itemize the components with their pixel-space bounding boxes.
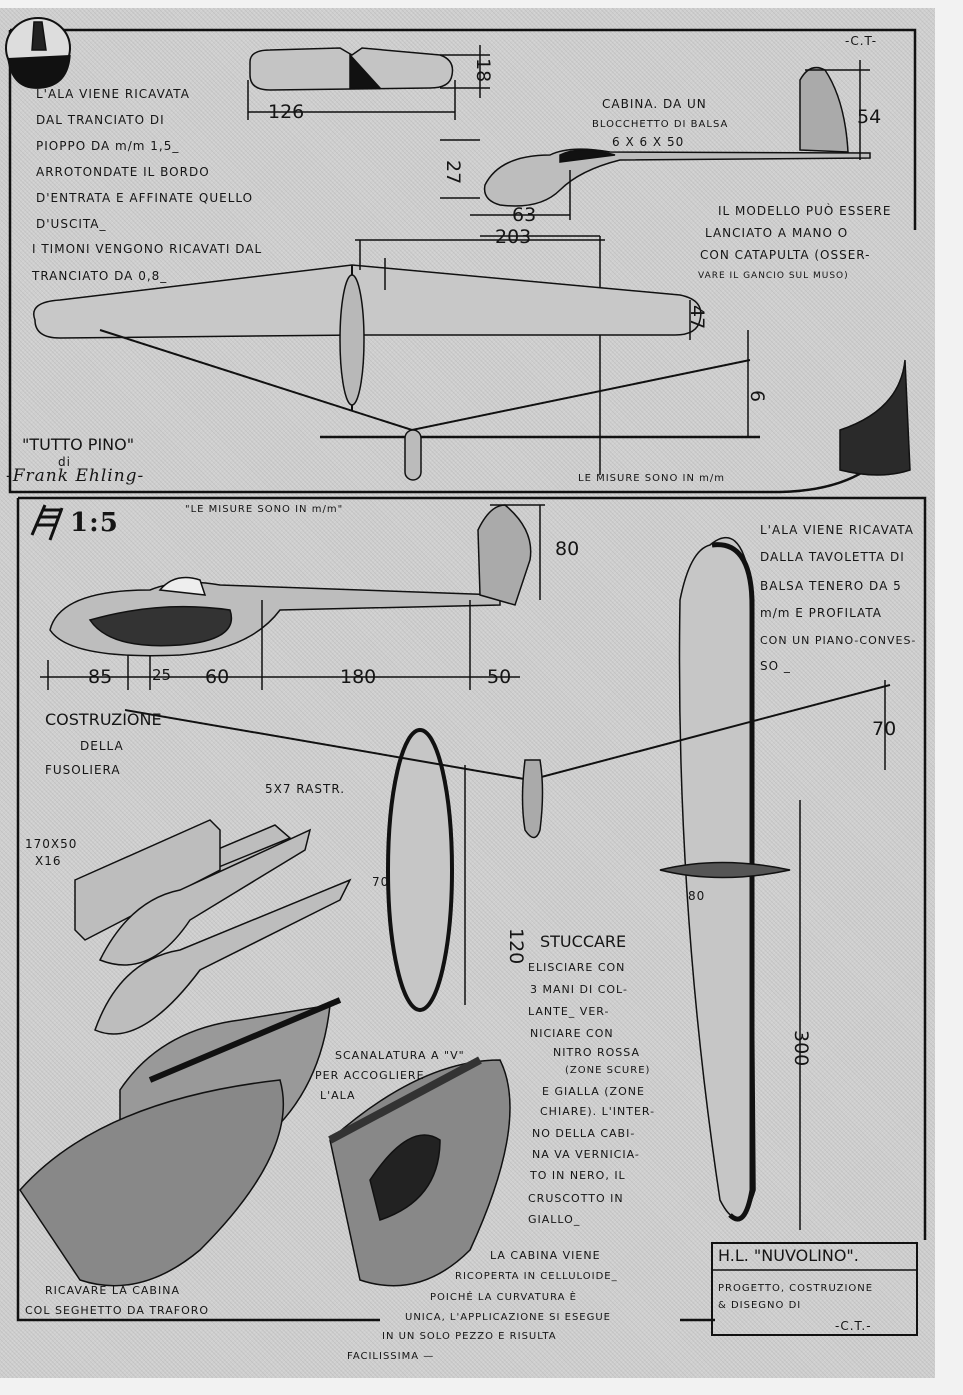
groove-note-line: L'ALA (320, 1089, 356, 1102)
finish-note-line: NICIARE CON (530, 1027, 614, 1040)
finish-note-line: ELISCIARE CON (528, 961, 626, 974)
bottom-panel-frame (16, 496, 927, 1322)
cabin-note-line: BLOCCHETTO DI BALSA (592, 119, 729, 130)
dim-dihedral: 6 (746, 390, 768, 403)
by-label: di (58, 455, 71, 469)
fin-side (799, 66, 849, 153)
cabin-note-line: CABINA. DA UN (602, 97, 707, 111)
dim-length: 203 (495, 226, 532, 248)
finish-note-line: GIALLO_ (528, 1213, 581, 1226)
dim-wing-span-bottom: 300 (790, 1030, 812, 1067)
front-view-top (99, 329, 760, 481)
construction-sub: DELLA (80, 739, 124, 753)
wing-plan-top (33, 239, 702, 410)
dim-dihedral-bottom: 70 (872, 718, 897, 740)
initials: -C.T- (845, 34, 878, 48)
dim-wing-chord: 47 (686, 305, 708, 330)
wing-note-line: ARROTONDATE IL BORDO (36, 165, 210, 179)
side-view-fuselage (440, 60, 871, 475)
wing-note-line: D'ENTRATA E AFFINATE QUELLO (36, 191, 254, 205)
wing-note-line: D'USCITA_ (36, 217, 107, 231)
dim-50: 50 (487, 666, 512, 688)
pen-pot-icon (5, 17, 71, 89)
wing-note-bottom-line: SO _ (760, 659, 791, 673)
dim-stab-span-bottom: 120 (505, 928, 527, 965)
cut-note-line: COL SEGHETTO DA TRAFORO (25, 1304, 210, 1317)
stabilizer-plan (247, 45, 490, 120)
groove-note-line: PER ACCOGLIERE (315, 1069, 425, 1082)
title-box-signature: -C.T.- (835, 1319, 872, 1333)
dim-180: 180 (340, 666, 377, 688)
dim-stab-chord-bottom: 70 (372, 875, 390, 889)
canopy-note-line: FACILISSIMA — (347, 1351, 435, 1362)
wing-note-bottom-line: BALSA TENERO DA 5 (760, 579, 902, 593)
title-box-frame (711, 1242, 918, 1336)
title-box-title: H.L. "NUVOLINO". (718, 1246, 859, 1265)
dim-fin: 80 (555, 538, 580, 560)
finish-title: STUCCARE (540, 932, 627, 951)
canopy-note-line: POICHÉ LA CURVATURA È (430, 1292, 577, 1303)
canopy-note-line: IN UN SOLO PEZZO E RISULTA (382, 1331, 557, 1342)
finish-note-line: 3 MANI DI COL- (530, 983, 628, 996)
finish-note-line: CRUSCOTTO IN (528, 1192, 624, 1205)
launch-note-line: IL MODELLO PUÒ ESSERE (718, 204, 892, 218)
wing-note-line: TRANCIATO DA 0,8_ (32, 269, 168, 283)
dim-stab-chord: 18 (472, 58, 494, 83)
dim-60: 60 (205, 666, 230, 688)
dim-nose: 63 (512, 204, 537, 226)
finish-note-line: LANTE_ VER- (528, 1005, 610, 1018)
title-box-credit: PROGETTO, COSTRUZIONE (718, 1283, 874, 1294)
scale-label: 1:5 (70, 508, 119, 538)
finish-note-line: NITRO ROSSA (553, 1046, 640, 1059)
wing-note-bottom-line: DALLA TAVOLETTA DI (760, 550, 905, 564)
side-view-fuselage-bottom (40, 504, 545, 690)
wing-note-bottom-line: CON UN PIANO-CONVES- (760, 634, 917, 647)
units-note-top: LE MISURE SONO IN m/m (578, 473, 725, 484)
launch-note-line: VARE IL GANCIO SUL MUSO) (698, 271, 849, 281)
strip-label: 5X7 RASTR. (265, 782, 346, 796)
stabilizer-bottom (386, 728, 454, 1012)
author: -Frank Ehling- (6, 466, 145, 486)
wing-note-bottom-line: m/m E PROFILATA (760, 606, 882, 620)
cut-note-line: RICAVARE LA CABINA (45, 1284, 180, 1297)
dim-stab-span: 126 (268, 101, 305, 123)
page-curl (839, 359, 911, 476)
launch-note-line: LANCIATO A MANO O (705, 226, 849, 240)
ladder-icon (30, 504, 64, 541)
title-box-credit: & DISEGNO DI (718, 1300, 802, 1311)
finish-note-line: TO IN NERO, IL (530, 1169, 626, 1182)
finish-note-line: CHIARE). L'INTER- (540, 1105, 656, 1118)
wing-note-line: PIOPPO DA m/m 1,5_ (36, 139, 180, 153)
wing-note-bottom-line: L'ALA VIENE RICAVATA (760, 523, 914, 537)
canopy-note-line: RICOPERTA IN CELLULOIDE_ (455, 1271, 618, 1282)
model-title: "TUTTO PINO" (22, 435, 135, 454)
dim-body-height: 27 (442, 160, 464, 185)
block-label: 170X50 (25, 837, 78, 851)
finish-note-line: NA VA VERNICIA- (532, 1148, 640, 1161)
construction-sub: FUSOLIERA (45, 763, 121, 777)
finish-note-line: E GIALLA (ZONE (542, 1085, 645, 1098)
dim-fin-height: 54 (857, 106, 882, 128)
canopy-note-line: UNICA, L'APPLICAZIONE SI ESEGUE (405, 1312, 611, 1323)
canopy-note-line: LA CABINA VIENE (490, 1249, 601, 1262)
finish-note-line: NO DELLA CABI- (532, 1127, 636, 1140)
dim-85: 85 (88, 666, 113, 688)
cabin-note-line: 6 X 6 X 50 (612, 135, 685, 149)
groove-note-line: SCANALATURA A "V" (335, 1049, 465, 1062)
launch-note-line: CON CATAPULTA (OSSER- (700, 248, 871, 262)
wing-note-line: L'ALA VIENE RICAVATA (36, 87, 190, 101)
dim-25: 25 (152, 666, 172, 684)
finish-note-line: (ZONE SCURE) (565, 1065, 651, 1076)
construction-title: COSTRUZIONE (45, 710, 162, 729)
dim-wing-chord-bottom: 80 (688, 889, 706, 903)
fuselage-top (339, 274, 365, 406)
block-label: X16 (35, 854, 62, 868)
front-view-bottom (124, 680, 891, 879)
units-note-bottom: "LE MISURE SONO IN m/m" (185, 504, 344, 515)
wing-note-line: I TIMONI VENGONO RICAVATI DAL (32, 242, 263, 256)
construction-steps (19, 819, 511, 1287)
fin-side-bottom (477, 504, 532, 606)
wing-note-line: DAL TRANCIATO DI (36, 113, 165, 127)
